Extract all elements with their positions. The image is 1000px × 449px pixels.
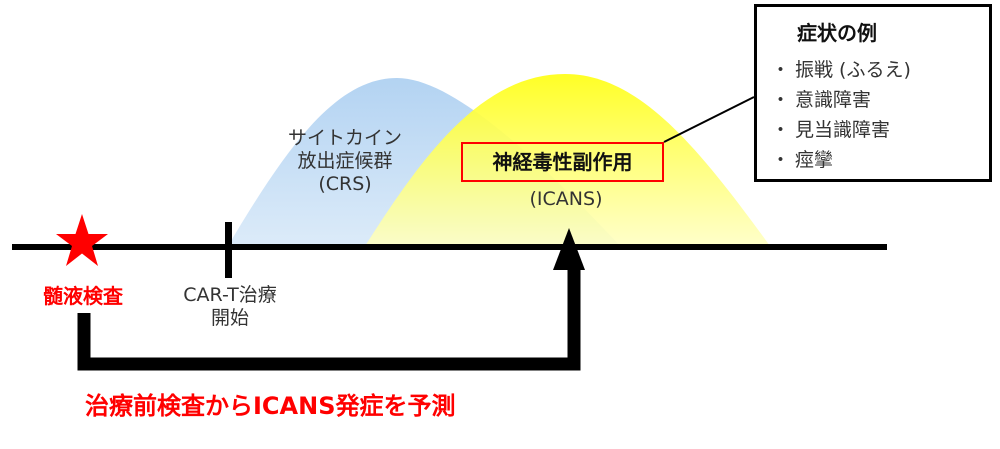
- icans-abbr: (ICANS): [529, 188, 603, 210]
- symptom-item: ・意識障害: [771, 85, 911, 115]
- prediction-arrow-path: [77, 268, 581, 371]
- symptom-item: ・痙攣: [771, 145, 911, 175]
- icans-curve: [365, 74, 770, 246]
- cart-start-tick: [225, 222, 232, 278]
- cart-label-line2: 開始: [210, 307, 249, 330]
- bullet-icon: ・: [771, 89, 791, 111]
- symptom-text: 見当識障害: [795, 119, 891, 141]
- cart-start-label: CAR-T治療 開始: [160, 284, 300, 330]
- symptoms-box: 症状の例 ・振戦 (ふるえ) ・意識障害 ・見当識障害 ・痙攣: [754, 4, 992, 182]
- icans-title-box: 神経毒性副作用: [461, 142, 664, 182]
- crs-label-line3: (CRS): [318, 173, 372, 196]
- bullet-icon: ・: [771, 59, 791, 81]
- symptom-item: ・振戦 (ふるえ): [771, 55, 911, 85]
- csf-test-label: 髄液検査: [43, 284, 123, 308]
- crs-label: サイトカイン 放出症候群 (CRS): [272, 127, 418, 197]
- crs-label-line2: 放出症候群: [297, 150, 393, 173]
- symptoms-title: 症状の例: [797, 21, 877, 45]
- symptom-text: 振戦 (ふるえ): [795, 59, 911, 81]
- crs-label-line1: サイトカイン: [287, 127, 402, 149]
- symptom-text: 意識障害: [795, 89, 872, 111]
- arrow-head-icon: [553, 228, 585, 270]
- star-icon: [56, 214, 108, 266]
- icans-title: 神経毒性副作用: [492, 149, 633, 174]
- bullet-icon: ・: [771, 119, 791, 141]
- prediction-label: 治療前検査からICANS発症を予測: [85, 392, 456, 420]
- symptom-item: ・見当識障害: [771, 115, 911, 145]
- timeline-axis: [12, 244, 887, 250]
- bullet-icon: ・: [771, 149, 791, 171]
- symptoms-list: ・振戦 (ふるえ) ・意識障害 ・見当識障害 ・痙攣: [771, 55, 911, 175]
- cart-label-line1: CAR-T治療: [183, 284, 277, 306]
- symptom-connector-line: [663, 96, 755, 143]
- symptom-text: 痙攣: [795, 149, 834, 171]
